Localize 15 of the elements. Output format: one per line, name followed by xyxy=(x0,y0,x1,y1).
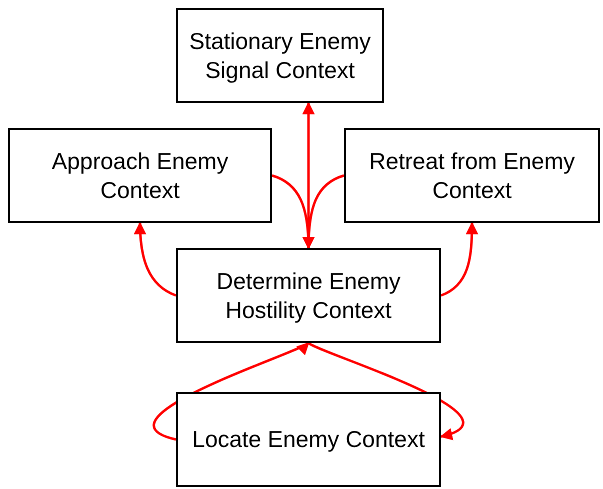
arrow xyxy=(308,342,464,439)
box-label: Locate Enemy Context xyxy=(192,425,425,454)
box-label: Stationary Enemy Signal Context xyxy=(188,26,372,84)
context-box xyxy=(8,128,272,223)
arrow xyxy=(134,222,176,297)
box-label: Retreat from Enemy Context xyxy=(368,146,576,204)
context-box xyxy=(176,248,441,343)
arrow xyxy=(153,342,310,441)
context-box xyxy=(344,128,600,223)
arrow xyxy=(302,174,344,250)
context-box xyxy=(176,8,384,103)
box-label: Approach Enemy Context xyxy=(50,146,230,204)
box-label: Determine Enemy Hostility Context xyxy=(215,266,402,324)
context-box xyxy=(176,392,441,487)
arrow xyxy=(440,222,478,297)
